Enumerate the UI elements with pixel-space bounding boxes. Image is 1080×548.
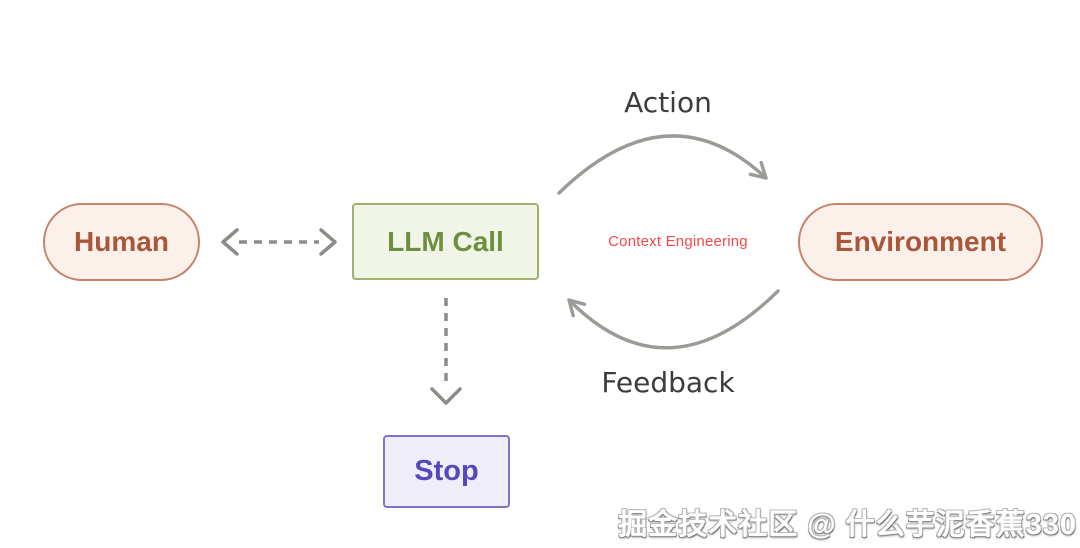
action-arc-arrow [557, 134, 768, 195]
feedback-edge-label: Feedback [601, 366, 735, 399]
human-node-label: Human [74, 226, 169, 257]
llm-call-node-label: LLM Call [387, 225, 504, 257]
environment-node: Environment [798, 203, 1043, 281]
environment-node-label: Environment [834, 226, 1007, 257]
stop-node: Stop [383, 435, 510, 508]
context-engineering-label: Context Engineering [608, 233, 748, 250]
human-node: Human [43, 203, 200, 281]
watermark-text: 掘金技术社区 @ 什么芋泥香蕉330 [618, 509, 1077, 541]
stop-node-label: Stop [414, 455, 479, 487]
down-chevron-arrowhead [430, 387, 462, 405]
left-chevron-arrowhead [221, 228, 239, 256]
right-chevron-arrowhead [319, 228, 337, 256]
action-edge-label: Action [624, 86, 712, 119]
llm-call-node: LLM Call [352, 203, 539, 280]
feedback-arc-arrow [567, 289, 780, 350]
